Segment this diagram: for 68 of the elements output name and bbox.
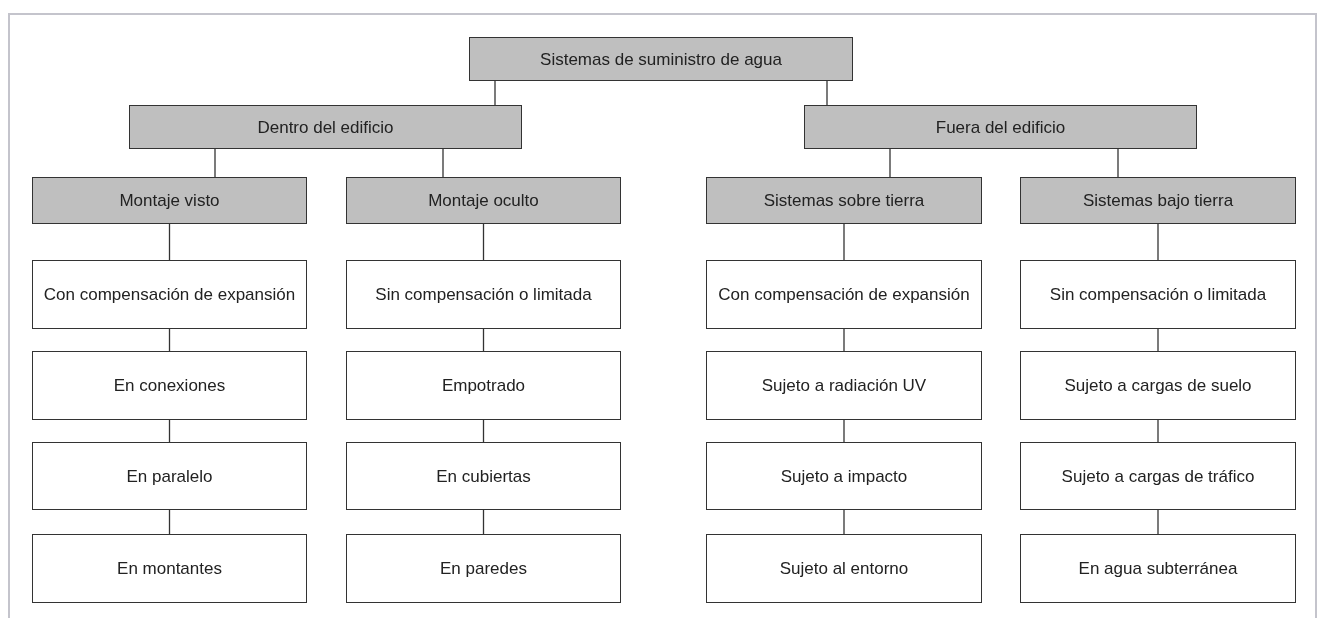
item-box (1020, 534, 1296, 603)
item-box (706, 442, 982, 510)
box-label: Sujeto al entorno (779, 558, 909, 579)
box-label: Dentro del edificio (257, 116, 394, 138)
item-box (32, 260, 307, 329)
box-label: Sujeto a radiación UV (761, 375, 927, 396)
box-label: En conexiones (113, 375, 226, 396)
box-label: Sistemas sobre tierra (763, 190, 925, 211)
box-label: Empotrado (441, 375, 526, 396)
connector-line (168, 509, 171, 535)
box-label: En paredes (440, 558, 527, 579)
item-box (346, 442, 621, 510)
connector-line (482, 509, 485, 535)
connector-line (482, 328, 485, 352)
connector-line (482, 419, 485, 443)
category-box (32, 177, 307, 224)
box-label: En agua subterránea (1078, 558, 1238, 579)
box-label: Sin compensación o limitada (375, 284, 592, 305)
connector-line (843, 223, 845, 261)
connector-line (168, 419, 171, 443)
box-label: Montaje oculto (428, 190, 539, 211)
box-label: Con compensación de expansión (718, 284, 970, 305)
category-box (469, 37, 853, 81)
category-box (346, 177, 621, 224)
box-label: Sujeto a cargas de tráfico (1061, 465, 1255, 487)
item-box (706, 351, 982, 420)
item-box (32, 351, 307, 420)
connector-line (843, 509, 845, 535)
connector-line (1157, 223, 1159, 261)
connector-line (442, 148, 444, 178)
box-label: En cubiertas (436, 465, 531, 487)
box-label: Montaje visto (119, 190, 220, 211)
connector-line (482, 223, 485, 261)
category-box (804, 105, 1197, 149)
item-box (346, 534, 621, 603)
box-label: Sistemas bajo tierra (1082, 190, 1234, 211)
connector-line (843, 328, 845, 352)
connector-line (826, 80, 828, 106)
box-label: En montantes (117, 558, 222, 579)
connector-line (1157, 419, 1159, 443)
connector-line (1117, 148, 1119, 178)
box-label: Sujeto a cargas de suelo (1064, 375, 1252, 396)
item-box (706, 534, 982, 603)
connector-line (1157, 509, 1159, 535)
category-box (1020, 177, 1296, 224)
item-box (346, 351, 621, 420)
box-label: Sin compensación o limitada (1049, 284, 1267, 305)
item-box (346, 260, 621, 329)
connector-line (1157, 328, 1159, 352)
connector-line (889, 148, 891, 178)
box-label: Con compensación de expansión (43, 284, 296, 305)
connector-line (168, 328, 171, 352)
item-box (32, 534, 307, 603)
box-label: Sujeto a impacto (780, 465, 908, 487)
connector-line (494, 80, 496, 106)
connector-line (168, 223, 171, 261)
item-box (1020, 351, 1296, 420)
category-box (706, 177, 982, 224)
item-box (706, 260, 982, 329)
connector-line (214, 148, 216, 178)
item-box (1020, 260, 1296, 329)
category-box (129, 105, 522, 149)
item-box (32, 442, 307, 510)
connector-line (843, 419, 845, 443)
item-box (1020, 442, 1296, 510)
box-label: Fuera del edificio (935, 116, 1066, 138)
box-label: Sistemas de suministro de agua (540, 48, 782, 70)
box-label: En paralelo (126, 465, 213, 487)
